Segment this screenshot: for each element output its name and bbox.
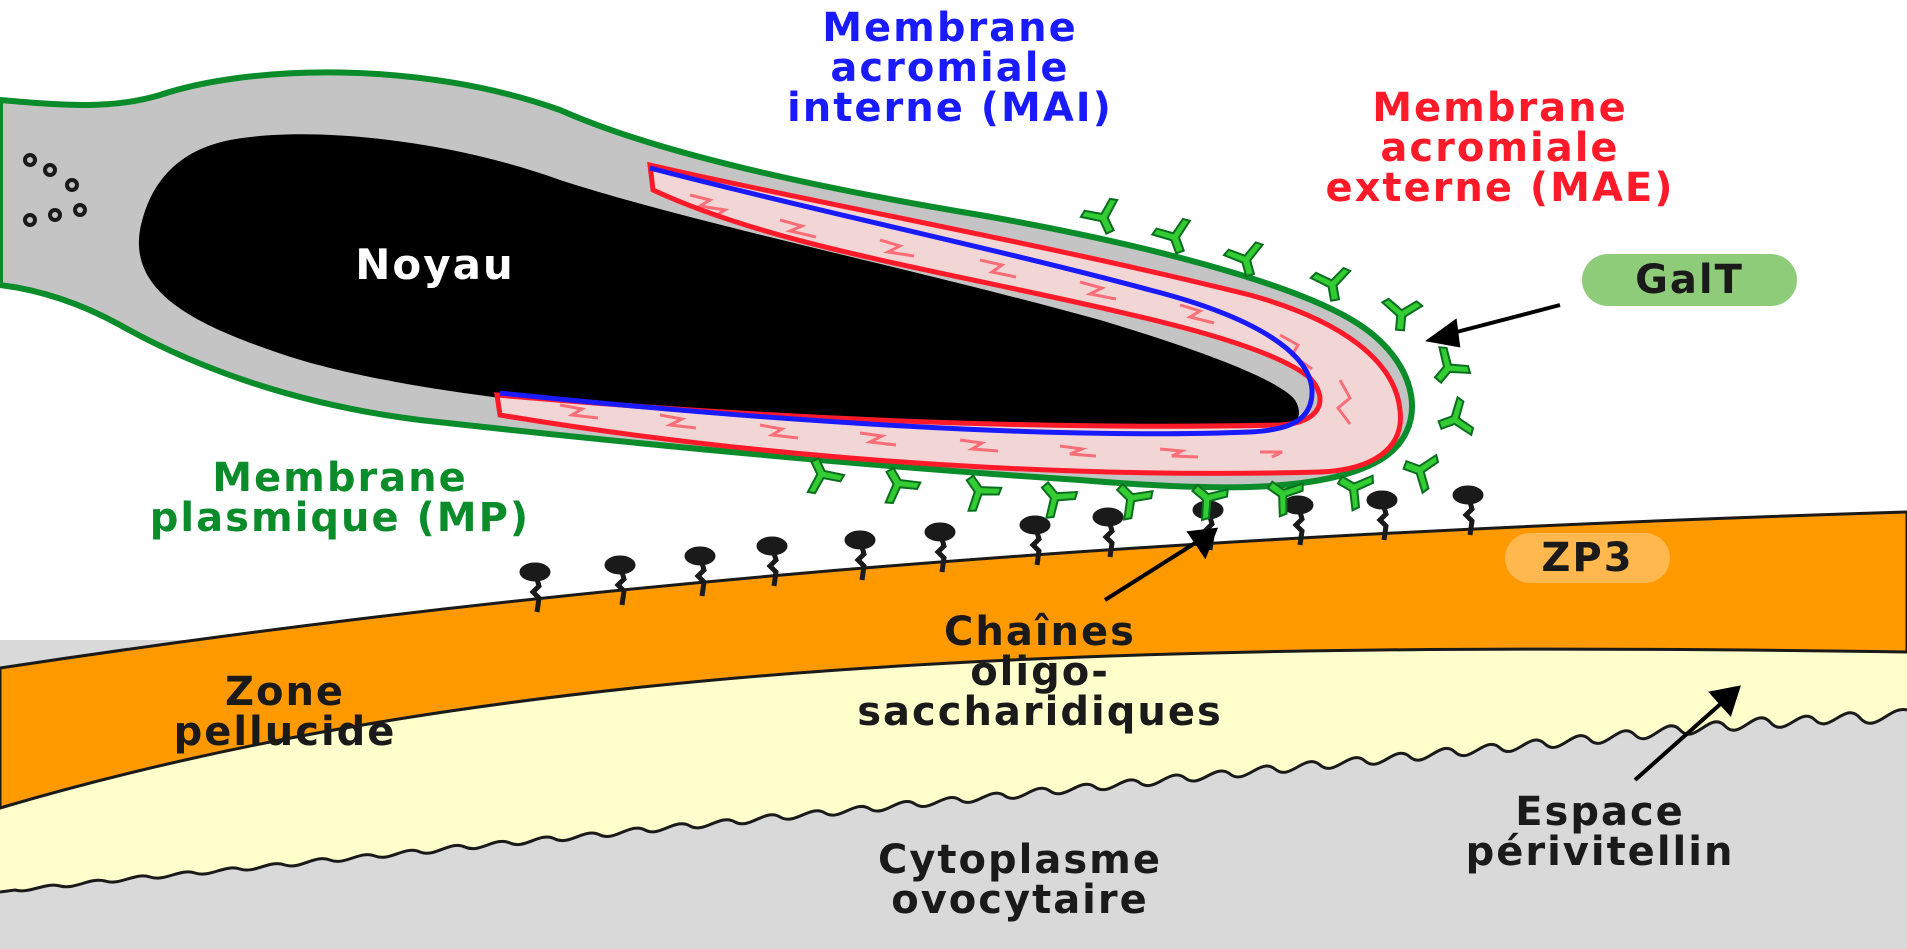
galt-receptor <box>1433 396 1475 444</box>
label-chaines-line3: saccharidiques <box>740 692 1340 732</box>
arrow-galt <box>1445 305 1560 335</box>
galt-receptor <box>1423 344 1473 393</box>
label-zone-line1: Zone <box>115 672 455 712</box>
label-mp: Membrane plasmique (MP) <box>40 458 640 538</box>
label-mp-line2: plasmique (MP) <box>40 498 640 538</box>
label-mai-line2: acromiale <box>700 48 1200 88</box>
label-cytoplasme: Cytoplasme ovocytaire <box>770 840 1270 920</box>
label-espace: Espace périvitellin <box>1380 792 1820 872</box>
galt-receptor <box>1380 298 1422 331</box>
badge-galt: GalT <box>1582 254 1797 306</box>
label-mae-line3: externe (MAE) <box>1220 168 1780 208</box>
label-espace-line2: périvitellin <box>1380 832 1820 872</box>
badge-zp3: ZP3 <box>1505 533 1670 583</box>
label-mae-line2: acromiale <box>1220 128 1780 168</box>
label-mae: Membrane acromiale externe (MAE) <box>1220 88 1780 208</box>
arrow-galt-head <box>1430 322 1458 345</box>
label-zone-pellucide: Zone pellucide <box>115 672 455 752</box>
label-mae-line1: Membrane <box>1220 88 1780 128</box>
label-cyto-line1: Cytoplasme <box>770 840 1270 880</box>
label-mai: Membrane acromiale interne (MAI) <box>700 8 1200 128</box>
label-zone-line2: pellucide <box>115 712 455 752</box>
galt-receptor <box>1398 446 1440 494</box>
label-mai-line1: Membrane <box>700 8 1200 48</box>
label-mp-line1: Membrane <box>40 458 640 498</box>
label-chaines-line2: oligo- <box>740 652 1340 692</box>
label-chaines-line1: Chaînes <box>740 612 1340 652</box>
label-chaines: Chaînes oligo- saccharidiques <box>740 612 1340 732</box>
galt-receptor <box>1310 267 1355 303</box>
label-cyto-line2: ovocytaire <box>770 880 1270 920</box>
label-noyau: Noyau <box>290 244 580 286</box>
label-mai-line3: interne (MAI) <box>700 88 1200 128</box>
label-espace-line1: Espace <box>1380 792 1820 832</box>
